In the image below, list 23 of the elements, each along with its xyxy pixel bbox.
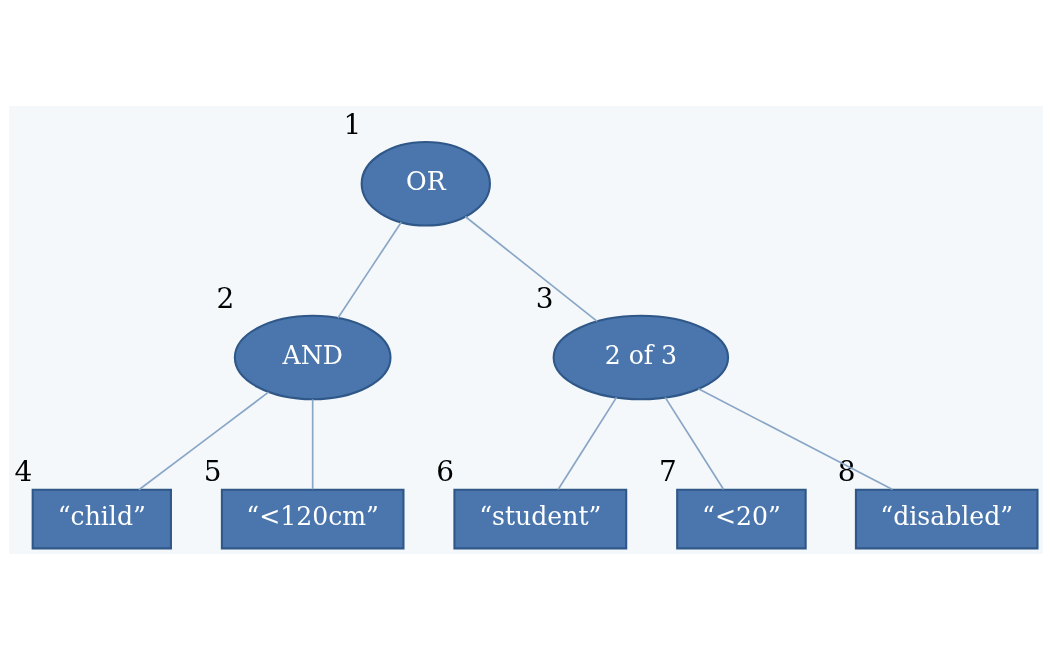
node-label: 5	[203, 455, 222, 489]
node-label: 3	[535, 281, 554, 315]
connector	[464, 215, 599, 323]
node-box: “student”	[453, 488, 628, 550]
node-ellipse: 2 of 3	[552, 314, 730, 401]
node-ellipse: OR	[360, 140, 491, 227]
connector	[557, 396, 618, 491]
connector	[138, 391, 270, 491]
node-label: 8	[837, 455, 856, 489]
node-box: “child”	[31, 488, 172, 550]
node-label: 2	[216, 281, 235, 315]
node-box: “<20”	[676, 488, 807, 550]
connector	[697, 387, 894, 491]
node-label: 4	[14, 455, 33, 489]
connector	[664, 396, 725, 491]
node-box: “disabled”	[854, 488, 1039, 550]
node-label: 6	[436, 455, 455, 489]
connector	[337, 221, 403, 319]
node-label: 1	[343, 107, 362, 141]
node-ellipse: AND	[233, 314, 392, 401]
connector	[311, 398, 314, 491]
node-label: 7	[659, 455, 677, 489]
node-box: “<120cm”	[220, 488, 405, 550]
